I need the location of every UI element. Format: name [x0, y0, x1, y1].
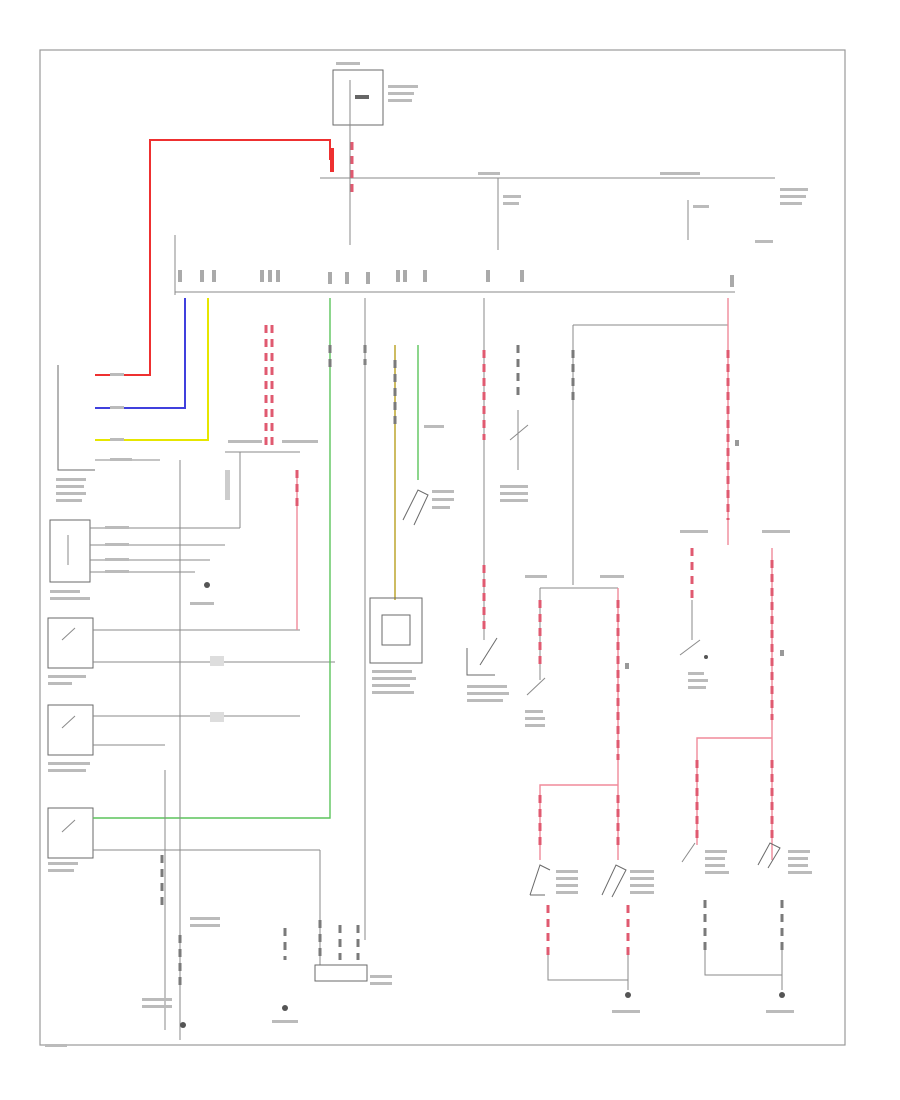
security-indicator-module [49, 519, 240, 600]
green-wire [93, 298, 331, 819]
fuse-block-top [332, 62, 418, 130]
red-wire [95, 139, 331, 376]
switch-icon [679, 639, 708, 689]
switch-icon [601, 864, 654, 898]
door-control-module [56, 365, 160, 502]
switch-icon [529, 864, 578, 896]
switch-icon [47, 704, 300, 772]
fuse-icon [660, 172, 709, 240]
fuse-icon [478, 172, 521, 250]
connector-icon [272, 920, 392, 1023]
relay-icon [369, 597, 423, 694]
switch-icon [47, 617, 335, 685]
switch-icon [500, 424, 529, 502]
relay-icon [466, 637, 509, 702]
switch-icon [757, 842, 812, 874]
junction-connector-row [174, 235, 735, 295]
ground-icon [612, 992, 640, 1013]
switch-icon [681, 842, 729, 874]
yellow-wire [95, 298, 209, 441]
switch-icon [525, 677, 546, 727]
switch-icon [402, 489, 454, 526]
diagram-frame [39, 49, 846, 1046]
blue-wire [95, 298, 186, 409]
ground-icon [142, 998, 186, 1028]
ground-icon [766, 992, 794, 1013]
ground-icon [190, 582, 214, 605]
switch-icon [47, 807, 321, 965]
